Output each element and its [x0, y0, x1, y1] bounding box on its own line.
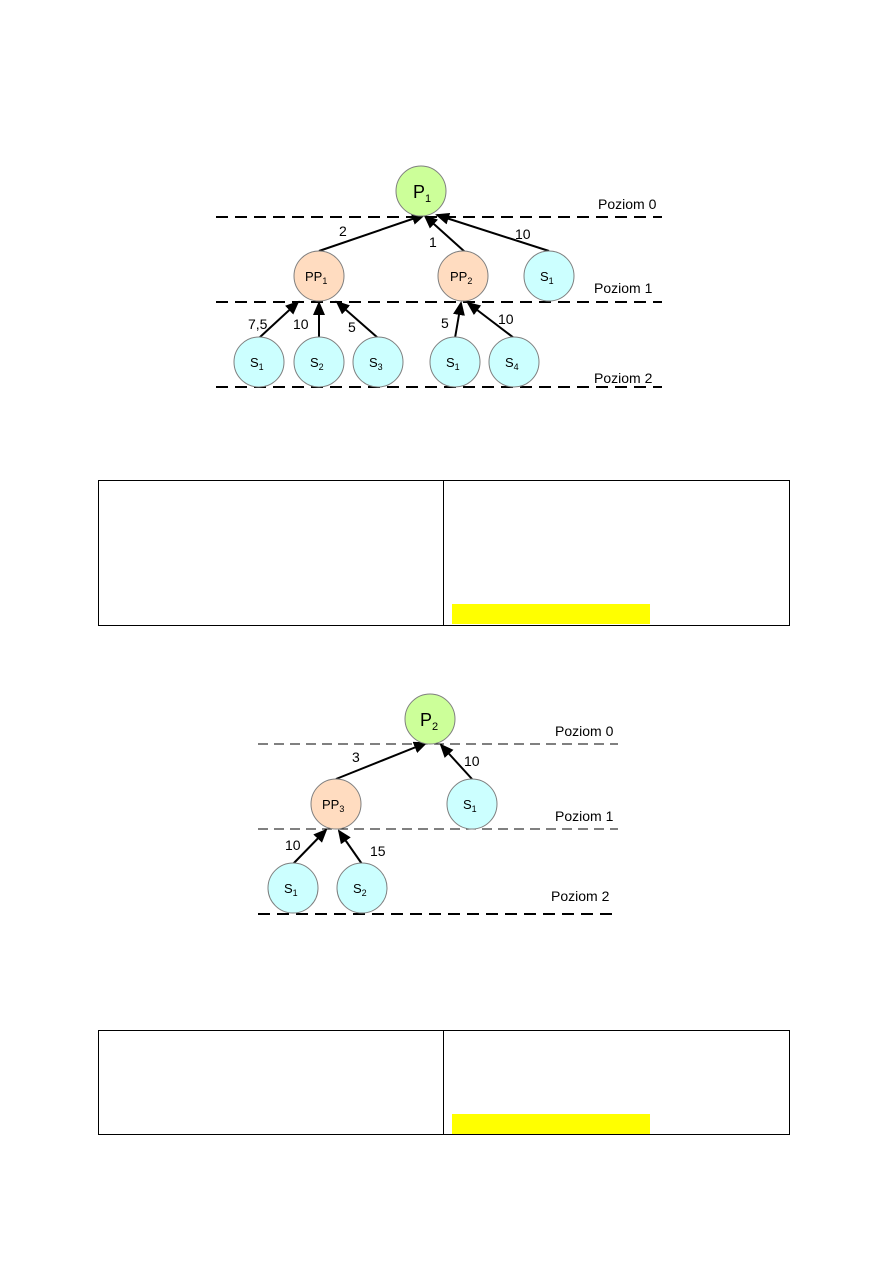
edge-s2-pp3 [337, 829, 363, 865]
svg-text:S4: S4 [505, 355, 519, 372]
svg-text:PP2: PP2 [450, 269, 472, 286]
svg-text:S1: S1 [284, 881, 298, 898]
edge-s4-pp2 [466, 301, 515, 339]
edge-weight: 5 [348, 319, 356, 335]
level-label-0: Poziom 0 [598, 196, 657, 212]
svg-text:PP3: PP3 [322, 797, 344, 814]
node-s1b-level2: S1 [429, 336, 481, 388]
node-pp1: PP1 [293, 250, 345, 302]
node-s1-level1: S1 [446, 778, 498, 830]
node-s4-level2: S4 [488, 336, 540, 388]
edge-s1-p2 [439, 743, 473, 780]
svg-text:S1: S1 [540, 269, 554, 286]
svg-text:PP1: PP1 [305, 269, 327, 286]
svg-text:S2: S2 [353, 881, 367, 898]
level-label-1: Poziom 1 [555, 808, 614, 824]
answer-table-2 [98, 1030, 790, 1135]
svg-text:S1: S1 [446, 355, 460, 372]
hierarchy-diagram-1: Poziom 0 Poziom 1 Poziom 2 2 1 10 7,5 10… [216, 165, 662, 388]
edge-weight: 3 [352, 749, 360, 765]
edge-weight: 1 [429, 234, 437, 250]
highlight-bar [452, 604, 650, 624]
edge-s3-pp1 [335, 300, 379, 339]
svg-text:P1: P1 [413, 182, 431, 205]
node-s1-level2: S1 [233, 336, 285, 388]
svg-text:S1: S1 [250, 355, 264, 372]
svg-text:P2: P2 [420, 710, 438, 733]
edge-pp2-p1 [423, 214, 466, 253]
edge-weight: 10 [285, 837, 301, 853]
node-s2-level2: S2 [336, 862, 388, 914]
edge-weight: 10 [293, 316, 309, 332]
node-pp2: PP2 [437, 250, 489, 302]
level-label-0: Poziom 0 [555, 723, 614, 739]
node-pp3: PP3 [310, 778, 362, 830]
node-s1-level2: S1 [267, 862, 319, 914]
edge-weight: 5 [441, 315, 449, 331]
table-divider [443, 481, 444, 625]
edge-pp1-p1 [318, 213, 426, 252]
edge-s1-pp2 [453, 301, 465, 339]
svg-text:S1: S1 [463, 797, 477, 814]
edge-weight: 2 [339, 223, 347, 239]
edge-s1-pp3 [292, 828, 328, 865]
level-label-1: Poziom 1 [594, 280, 653, 296]
answer-table-1 [98, 480, 790, 626]
edge-weight: 7,5 [248, 316, 268, 332]
node-s3-level2: S3 [352, 336, 404, 388]
table-divider [443, 1031, 444, 1134]
svg-text:S2: S2 [310, 355, 324, 372]
hierarchy-diagram-2: Poziom 0 Poziom 1 Poziom 2 3 10 10 15 P2… [258, 693, 618, 915]
svg-text:S3: S3 [369, 355, 383, 372]
node-s2-level2: S2 [293, 336, 345, 388]
edge-s1-p1 [435, 212, 550, 252]
edge-weight: 10 [464, 753, 480, 769]
edge-weight: 10 [515, 226, 531, 242]
edge-weight: 15 [370, 843, 386, 859]
level-label-2: Poziom 2 [594, 370, 653, 386]
edge-pp3-p2 [335, 741, 428, 780]
node-s1-level1: S1 [523, 250, 575, 302]
node-p2: P2 [404, 693, 456, 745]
level-label-2: Poziom 2 [551, 888, 610, 904]
highlight-bar [452, 1114, 650, 1134]
node-p1: P1 [395, 165, 447, 217]
edge-s1-pp1 [258, 300, 300, 339]
edge-weight: 10 [498, 311, 514, 327]
